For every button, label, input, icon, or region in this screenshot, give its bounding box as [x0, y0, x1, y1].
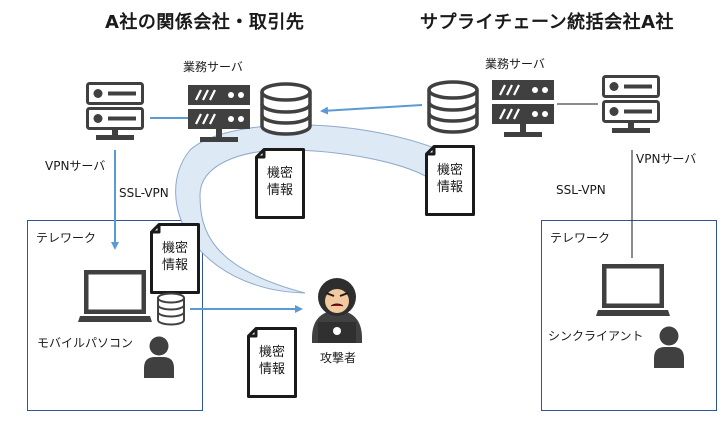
database-left-icon	[260, 82, 312, 136]
ssl-vpn-right-label: SSL-VPN	[556, 183, 606, 197]
local-storage-icon	[157, 292, 185, 326]
telework-right-label: テレワーク	[550, 231, 611, 245]
server-sync-arrow	[320, 104, 423, 115]
database-right-icon	[427, 80, 479, 134]
telework-box-right	[541, 220, 717, 411]
thin-client-label: シンクライアント	[548, 329, 644, 343]
user-left-icon	[144, 336, 174, 378]
user-right-icon	[654, 326, 684, 368]
document-attacker-text: 機密 情報	[258, 345, 285, 377]
vpn-server-right-label: VPNサーバ	[636, 152, 697, 166]
mobile-pc-icon	[78, 270, 152, 322]
telework-left-label: テレワーク	[36, 231, 97, 245]
business-server-right-label: 業務サーバ	[485, 57, 545, 71]
left-company-title: A社の関係会社・取引先	[105, 12, 305, 33]
business-server-right-icon	[490, 78, 556, 139]
attacker-icon	[312, 278, 362, 343]
mobile-pc-label: モバイルパソコン	[37, 336, 134, 350]
attacker-label: 攻撃者	[320, 351, 357, 365]
document-laptop-text: 機密 情報	[161, 241, 188, 273]
vpn-server-left-label: VPNサーバ	[45, 159, 106, 173]
data-leak-flow	[175, 124, 441, 294]
vpn-server-right-icon	[602, 75, 660, 135]
vpn-server-left-icon	[86, 82, 144, 142]
document-right-server-text: 機密 情報	[436, 163, 463, 195]
right-company-title: サプライチェーン統括会社A社	[420, 12, 675, 33]
business-server-left-label: 業務サーバ	[183, 60, 243, 74]
ssl-vpn-left-label: SSL-VPN	[119, 186, 169, 200]
document-left-server-text: 機密 情報	[266, 166, 293, 198]
thin-client-icon	[596, 264, 670, 316]
